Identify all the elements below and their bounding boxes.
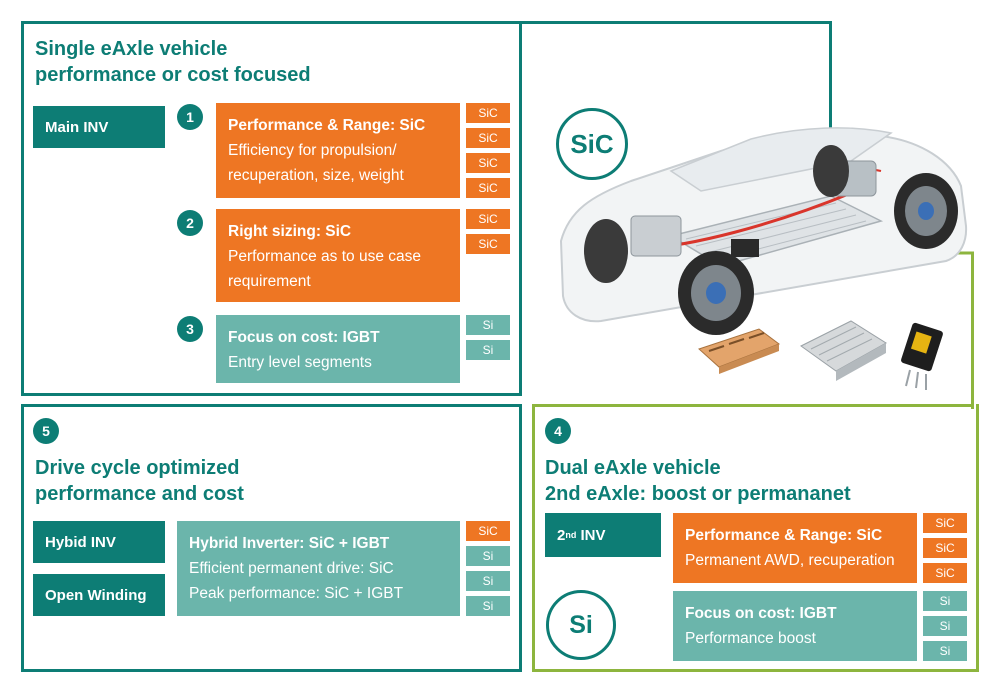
- si-chip: Si: [923, 616, 967, 636]
- dual-eaxle-panel: [532, 404, 979, 672]
- si-chip: Si: [466, 315, 510, 335]
- step-3-badge: 3: [177, 316, 203, 342]
- sic-chip: SiC: [466, 521, 510, 541]
- sic-chip: SiC: [466, 234, 510, 254]
- si-chip: Si: [923, 591, 967, 611]
- focus-on-cost-box: Focus on cost: IGBT Entry level segments: [216, 315, 460, 383]
- step-1-badge: 1: [177, 104, 203, 130]
- sic-chip: SiC: [466, 209, 510, 229]
- si-badge: Si: [546, 590, 616, 660]
- dual-eaxle-title: Dual eAxle vehicle 2nd eAxle: boost or p…: [545, 457, 851, 505]
- step-2-badge: 2: [177, 210, 203, 236]
- si-chip: Si: [466, 571, 510, 591]
- step-4-badge: 4: [545, 418, 571, 444]
- hybrid-inv-tag: Hybid INV: [33, 521, 165, 563]
- main-inv-tag: Main INV: [33, 106, 165, 148]
- sic-badge: SiC: [556, 108, 628, 180]
- open-winding-tag: Open Winding: [33, 574, 165, 616]
- dual-panel-top-border: [532, 404, 973, 407]
- dual-focus-cost-box: Focus on cost: IGBT Performance boost: [673, 591, 917, 661]
- sic-chip: SiC: [466, 153, 510, 173]
- si-chip: Si: [923, 641, 967, 661]
- si-chip: Si: [466, 340, 510, 360]
- performance-range-box: Performance & Range: SiC Efficiency for …: [216, 103, 460, 198]
- single-eaxle-panel: [21, 21, 522, 396]
- step-5-badge: 5: [33, 418, 59, 444]
- drive-cycle-title: Drive cycle optimized performance and co…: [35, 457, 244, 505]
- si-chip: Si: [466, 546, 510, 566]
- si-chip: Si: [466, 596, 510, 616]
- sic-chip: SiC: [923, 513, 967, 533]
- hybrid-inverter-box: Hybrid Inverter: SiC + IGBT Efficient pe…: [177, 521, 460, 616]
- sic-chip: SiC: [466, 103, 510, 123]
- sic-chip: SiC: [923, 563, 967, 583]
- single-eaxle-title: Single eAxle vehicle performance or cost…: [35, 38, 311, 86]
- car-illustration: [521, 21, 974, 409]
- sic-chip: SiC: [466, 128, 510, 148]
- sic-chip: SiC: [923, 538, 967, 558]
- right-sizing-box: Right sizing: SiC Performance as to use …: [216, 209, 460, 302]
- drive-cycle-panel: [21, 404, 522, 672]
- dual-performance-box: Performance & Range: SiC Permanent AWD, …: [673, 513, 917, 583]
- sic-chip: SiC: [466, 178, 510, 198]
